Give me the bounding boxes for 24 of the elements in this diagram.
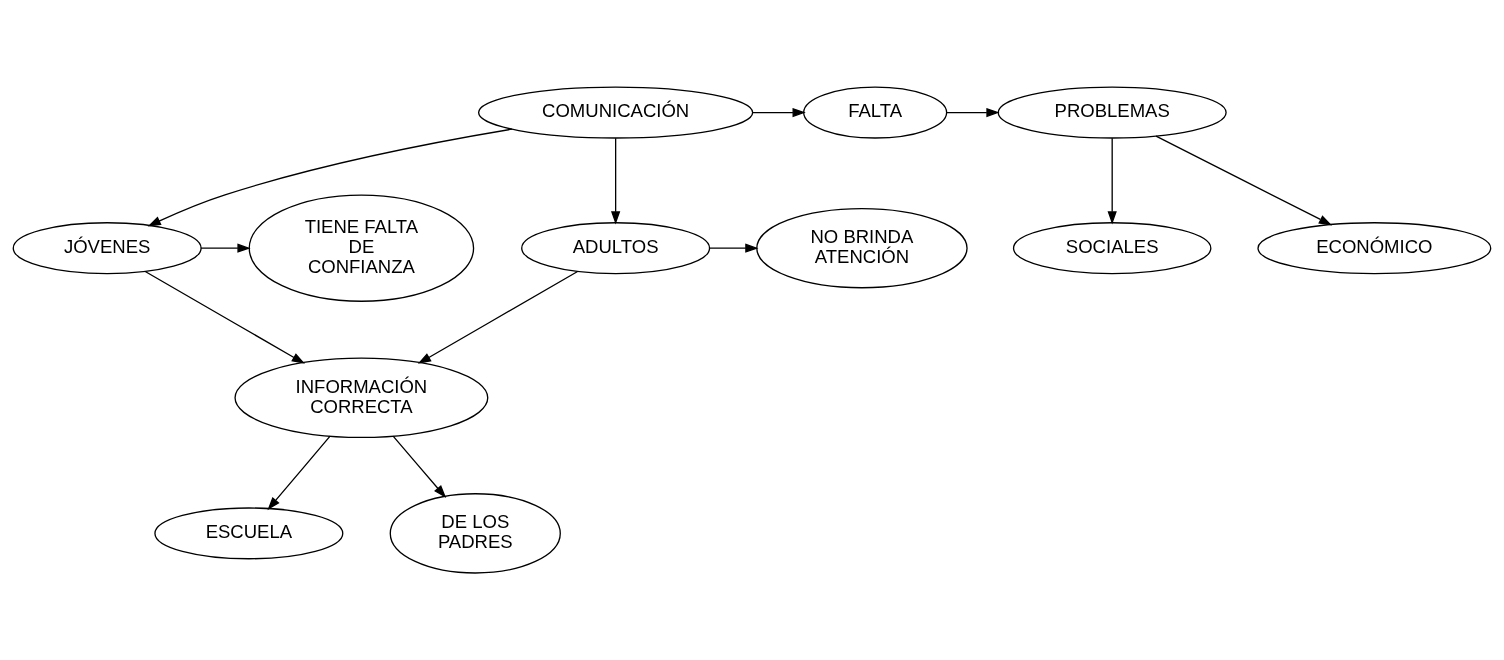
arrow [1155,135,1333,226]
node-ellipse: INFORMACIÓN CORRECTA [234,357,489,439]
node-ellipse: COMUNICACIÓN [477,86,754,139]
node-ellipse: PROBLEMAS [997,86,1227,139]
arrow [1107,137,1117,225]
arrow [267,435,331,511]
arrow [200,243,251,253]
arrow [144,270,305,364]
arrow [708,243,759,253]
arrow [751,107,806,118]
node-ellipse: FALTA [803,86,948,139]
node-ellipse: ECONÓMICO [1257,222,1492,275]
node-ellipse: JÓVENES [12,222,202,275]
node-ellipse: TIENE FALTA DE CONFIANZA [248,194,475,302]
arrow [417,270,579,364]
arrow [147,128,513,227]
node-ellipse: ADULTOS [521,222,711,275]
node-ellipse: DE LOS PADRES [389,493,561,574]
node-ellipse: NO BRINDA ATENCIÓN [756,207,968,289]
arrow [611,137,621,225]
arrow [392,435,447,499]
arrow [945,107,1000,118]
node-ellipse: SOCIALES [1012,222,1212,275]
node-ellipse: ESCUELA [154,507,344,560]
